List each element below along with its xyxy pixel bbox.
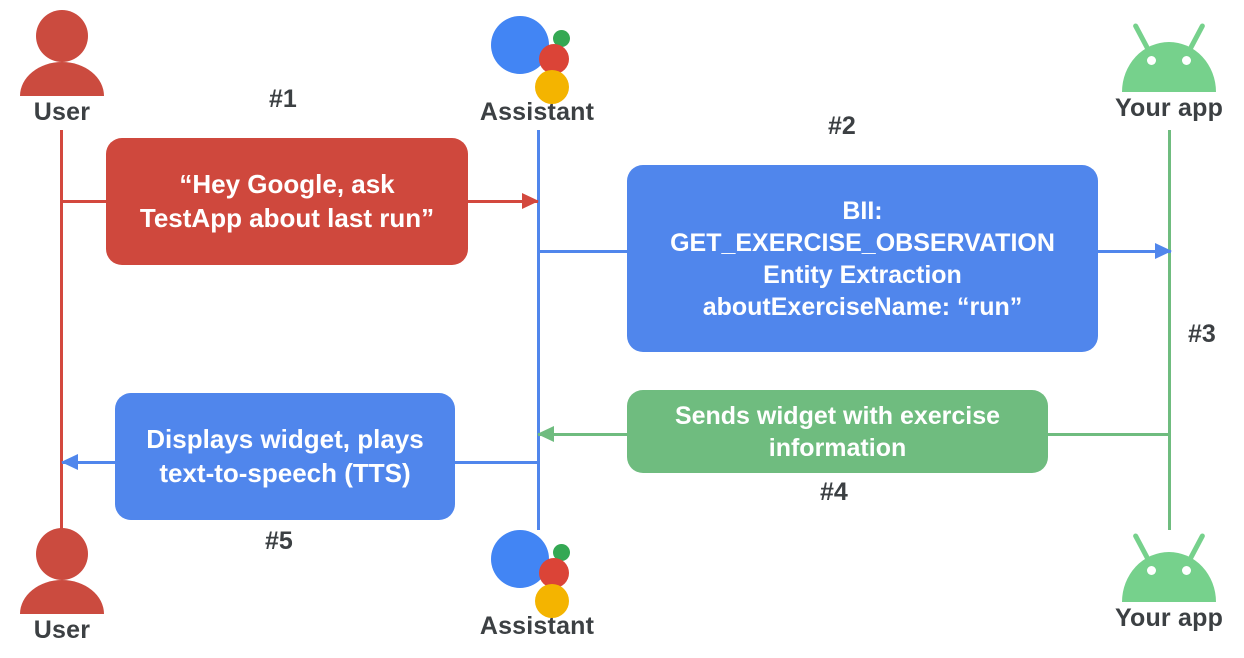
arrow-line	[62, 461, 117, 464]
message-line: GET_EXERCISE_OBSERVATION	[670, 228, 1055, 257]
message-box-step-4: Sends widget with exercise information	[627, 390, 1048, 473]
android-eye-left-icon	[1147, 566, 1156, 575]
lifeline-your-app	[1168, 130, 1171, 530]
person-icon	[20, 528, 104, 614]
arrow-head-icon	[1155, 243, 1172, 259]
actor-label-assistant-top: Assistant	[479, 98, 595, 126]
actor-user-top: User	[0, 10, 137, 127]
assistant-yellow-dot-icon	[535, 70, 569, 104]
arrow-line	[1098, 250, 1171, 253]
actor-label-your-app-bottom: Your app	[1114, 604, 1224, 632]
arrow-line	[468, 200, 538, 203]
person-head-icon	[36, 528, 88, 580]
google-assistant-icon	[491, 10, 583, 104]
actor-your-app-bottom: Your app	[1094, 530, 1244, 633]
connector-user-to-step1	[60, 200, 110, 203]
arrow-your-app-to-assistant	[537, 426, 628, 442]
step-number-4: #4	[820, 478, 848, 506]
message-line: Sends widget with exercise	[674, 401, 1001, 430]
lifeline-assistant	[537, 130, 540, 530]
assistant-green-dot-icon	[553, 30, 570, 47]
message-line: TestApp about last run”	[139, 202, 435, 233]
message-line: aboutExerciseName: “run”	[702, 292, 1023, 321]
message-box-step-1: “Hey Google, ask TestApp about last run”	[106, 138, 468, 265]
message-line: Displays widget, plays	[146, 424, 424, 455]
message-box-step-5: Displays widget, plays text-to-speech (T…	[115, 393, 455, 520]
android-head-icon	[1122, 42, 1216, 92]
assistant-red-dot-icon	[539, 558, 569, 588]
assistant-red-dot-icon	[539, 44, 569, 74]
android-robot-icon	[1119, 20, 1219, 92]
actor-assistant-bottom: Assistant	[462, 524, 612, 641]
arrow-head-icon	[537, 426, 554, 442]
actor-user-bottom: User	[0, 528, 137, 645]
actor-label-assistant-bottom: Assistant	[479, 612, 595, 640]
actor-your-app-top: Your app	[1094, 20, 1244, 123]
android-robot-icon	[1119, 530, 1219, 602]
arrow-assistant-to-user	[61, 454, 117, 470]
message-line: BII:	[842, 196, 883, 225]
message-line: Entity Extraction	[763, 260, 962, 289]
message-line: “Hey Google, ask	[179, 169, 395, 200]
person-body-icon	[20, 62, 104, 96]
assistant-green-dot-icon	[553, 544, 570, 561]
message-line: text-to-speech (TTS)	[159, 457, 411, 488]
lifeline-user	[60, 130, 63, 530]
android-eye-right-icon	[1182, 56, 1191, 65]
connector-assistant-to-step2	[537, 250, 632, 253]
actor-label-user-bottom: User	[33, 616, 91, 644]
connector-your-app-to-step4	[1048, 433, 1170, 436]
message-line: information	[768, 433, 907, 462]
step-number-3: #3	[1188, 320, 1216, 348]
arrow-head-icon	[61, 454, 78, 470]
actor-label-your-app-top: Your app	[1114, 94, 1224, 122]
google-assistant-icon	[491, 524, 583, 618]
step-number-1: #1	[269, 85, 297, 113]
person-body-icon	[20, 580, 104, 614]
step-number-5: #5	[265, 527, 293, 555]
actor-label-user-top: User	[33, 98, 91, 126]
android-head-icon	[1122, 552, 1216, 602]
arrow-assistant-to-your-app	[1098, 243, 1172, 259]
person-head-icon	[36, 10, 88, 62]
arrow-line	[538, 433, 628, 436]
arrow-head-icon	[522, 193, 539, 209]
arrow-user-to-assistant	[468, 193, 539, 209]
actor-assistant-top: Assistant	[462, 10, 612, 127]
android-eye-right-icon	[1182, 566, 1191, 575]
person-icon	[20, 10, 104, 96]
connector-assistant-to-step5	[455, 461, 539, 464]
step-number-2: #2	[828, 112, 856, 140]
assistant-yellow-dot-icon	[535, 584, 569, 618]
android-eye-left-icon	[1147, 56, 1156, 65]
message-box-step-2: BII: GET_EXERCISE_OBSERVATION Entity Ext…	[627, 165, 1098, 352]
